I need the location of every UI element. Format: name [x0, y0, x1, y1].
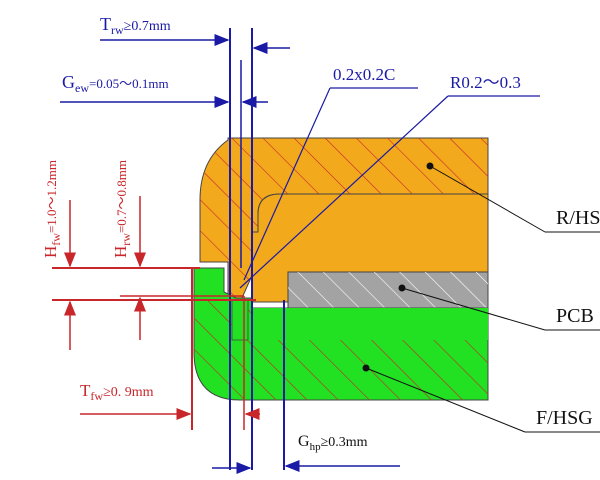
part-leaders [362, 162, 600, 433]
part-label-rear-housing: R/HS [556, 207, 600, 229]
ghp-label: Ghp≥0.3mm [298, 433, 368, 453]
hrw-label: Hrw=0.7～0.8mm [111, 160, 133, 258]
pcb [287, 271, 489, 309]
part-label-front-housing: F/HSG [536, 407, 593, 429]
chamfer-label: 0.2x0.2C [333, 65, 395, 84]
red-dimension-lines [52, 196, 260, 430]
part-label-pcb: PCB [556, 305, 594, 327]
gew-label: Gew=0.05～0.1mm [62, 72, 169, 95]
hfw-label: Hfw=1.0～1.2mm [41, 160, 63, 258]
rear-housing [199, 137, 489, 303]
radius-label: R0.2～0.3 [450, 73, 521, 92]
tfw-label: Tfw≥0. 9mm [80, 381, 154, 403]
front-housing [193, 267, 489, 401]
blue-dimension-lines [60, 28, 540, 474]
trw-label: Trw≥0.7mm [100, 14, 171, 37]
